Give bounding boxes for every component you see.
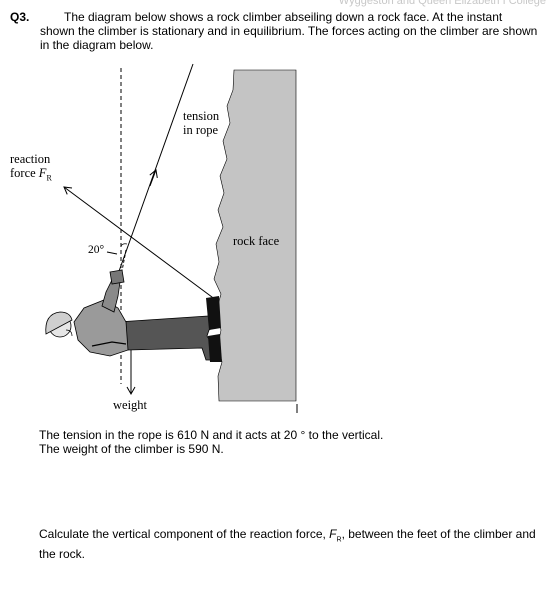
- rock-face-label: rock face: [233, 234, 280, 248]
- rock-face: [213, 69, 297, 402]
- task-subscript: R: [336, 536, 342, 544]
- climber-harness: [91, 341, 127, 347]
- intro-first-line: The diagram below shows a rock climber a…: [64, 10, 503, 24]
- angle-arc: [120, 243, 128, 247]
- watermark-text: Wyggeston and Queen Elizabeth I College: [338, 0, 546, 7]
- tension-rope: [117, 63, 194, 275]
- reaction-force-label: reaction force FR: [10, 152, 52, 183]
- question-number: Q3.: [10, 10, 30, 24]
- tension-arrow: [149, 169, 158, 187]
- climber-face: [65, 329, 73, 337]
- angle-pointer: [106, 251, 118, 255]
- tension-label: tension in rope: [183, 109, 220, 137]
- given-line-weight: The weight of the climber is 590 N.: [39, 442, 224, 456]
- task-symbol: F: [329, 527, 337, 541]
- reaction-symbol: F: [38, 166, 47, 180]
- climber-torso: [73, 299, 129, 357]
- climber-figure: [45, 269, 222, 362]
- reaction-subscript: R: [46, 173, 52, 183]
- task-text: Calculate the vertical component of the …: [39, 527, 536, 562]
- intro-rest: shown the climber is stationary and in e…: [40, 24, 538, 52]
- climber-helmet: [45, 311, 73, 335]
- climber-legs: [117, 299, 215, 361]
- given-line-tension: The tension in the rope is 610 N and it …: [39, 428, 384, 442]
- angle-label: 20°: [88, 244, 105, 256]
- climber-hand: [109, 269, 125, 285]
- reaction-force-line: [63, 186, 217, 301]
- question-intro: The diagram below shows a rock climber a…: [40, 10, 540, 52]
- climber-boot-lower: [208, 334, 222, 362]
- weight-label: weight: [113, 398, 148, 412]
- given-data: The tension in the rope is 610 N and it …: [39, 428, 539, 456]
- climber-boot-upper: [206, 296, 221, 330]
